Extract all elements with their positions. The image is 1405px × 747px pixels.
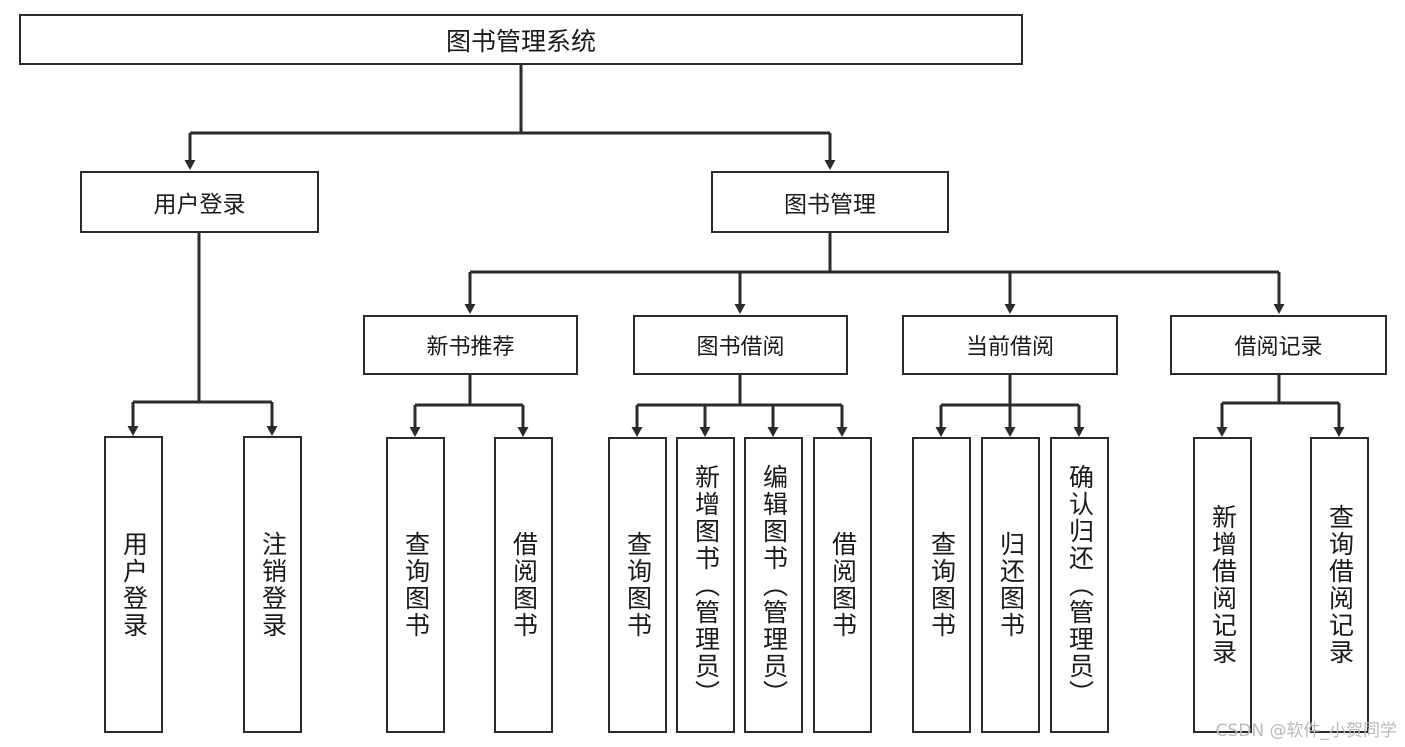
node-book-borrow-label: 图书借阅 (696, 335, 785, 360)
node-leaf-query-book-2-label: 查询图书 (623, 531, 653, 639)
node-root-label: 图书管理系统 (445, 26, 596, 56)
node-borrow-record-label: 借阅记录 (1234, 335, 1323, 360)
node-leaf-query-book-3[interactable]: 查询图书 (912, 437, 971, 733)
node-leaf-edit-book[interactable]: 编辑图书（管理员） (744, 437, 803, 733)
node-book-manage-label: 图书管理 (784, 192, 876, 218)
node-leaf-query-book-2[interactable]: 查询图书 (608, 437, 667, 733)
node-leaf-logout-login[interactable]: 注销登录 (243, 436, 302, 733)
node-book-manage[interactable]: 图书管理 (711, 171, 949, 233)
node-leaf-query-book-1-label: 查询图书 (401, 531, 431, 639)
node-leaf-user-login[interactable]: 用户登录 (104, 436, 163, 733)
node-leaf-confirm-return[interactable]: 确认归还（管理员） (1050, 437, 1109, 733)
node-leaf-borrow-book-1-label: 借阅图书 (509, 531, 539, 639)
node-leaf-query-record[interactable]: 查询借阅记录 (1310, 437, 1369, 733)
node-leaf-return-book-label: 归还图书 (996, 531, 1026, 639)
node-root[interactable]: 图书管理系统 (19, 14, 1023, 65)
node-leaf-return-book[interactable]: 归还图书 (981, 437, 1040, 733)
node-user-login[interactable]: 用户登录 (80, 171, 319, 233)
node-leaf-borrow-book-2[interactable]: 借阅图书 (813, 437, 872, 733)
node-current-borrow-label: 当前借阅 (965, 335, 1054, 360)
node-leaf-borrow-book-2-label: 借阅图书 (828, 531, 858, 639)
node-leaf-borrow-book-1[interactable]: 借阅图书 (494, 437, 553, 733)
node-leaf-logout-login-label: 注销登录 (258, 530, 288, 639)
node-leaf-user-login-label: 用户登录 (119, 530, 149, 639)
node-leaf-add-record-label: 新增借阅记录 (1208, 504, 1238, 666)
node-borrow-record[interactable]: 借阅记录 (1170, 315, 1387, 375)
node-current-borrow[interactable]: 当前借阅 (902, 315, 1118, 375)
node-leaf-add-book[interactable]: 新增图书（管理员） (676, 437, 735, 733)
node-leaf-query-book-1[interactable]: 查询图书 (386, 437, 445, 733)
node-book-borrow[interactable]: 图书借阅 (633, 315, 848, 375)
node-leaf-add-record[interactable]: 新增借阅记录 (1193, 437, 1252, 733)
node-new-book-rec-label: 新书推荐 (426, 335, 515, 360)
node-leaf-confirm-return-label: 确认归还（管理员） (1065, 463, 1095, 707)
node-leaf-query-record-label: 查询借阅记录 (1325, 504, 1355, 666)
node-user-login-label: 用户登录 (153, 192, 246, 218)
csdn-watermark: CSDN @软件_小贺同学 (1215, 721, 1397, 741)
node-leaf-add-book-label: 新增图书（管理员） (691, 463, 721, 707)
node-leaf-query-book-3-label: 查询图书 (927, 531, 957, 639)
node-new-book-rec[interactable]: 新书推荐 (363, 315, 578, 375)
node-leaf-edit-book-label: 编辑图书（管理员） (759, 463, 789, 707)
